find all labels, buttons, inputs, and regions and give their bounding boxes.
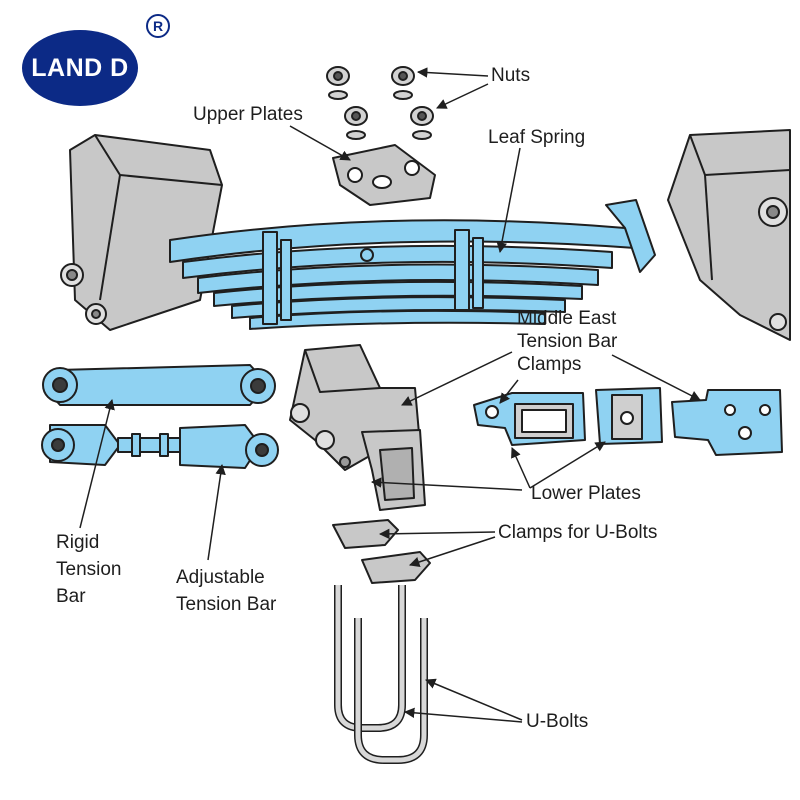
- label-clamps-for-u-bolts: Clamps for U-Bolts: [498, 522, 658, 543]
- registered-mark-icon: R: [146, 14, 170, 38]
- label-leaf-spring: Leaf Spring: [488, 127, 586, 148]
- callout-lines: [79, 67, 701, 723]
- label-rigid-tension-bar-line-2: Tension: [56, 559, 122, 580]
- label-rigid-tension-bar: Rigid Tension Bar: [56, 529, 122, 610]
- brand-logo: LAND D: [22, 30, 138, 106]
- label-u-bolts: U-Bolts: [526, 711, 589, 732]
- label-rigid-tension-bar-line-3: Bar: [56, 586, 86, 607]
- label-middle-east-clamps-line-1: Middle East: [517, 308, 617, 329]
- label-nuts: Nuts: [491, 65, 531, 86]
- label-rigid-tension-bar-line-1: Rigid: [56, 532, 100, 553]
- label-adjustable-tension-bar-line-1: Adjustable: [176, 567, 265, 588]
- tension-bar-bracket: [289, 344, 426, 511]
- label-lower-plates: Lower Plates: [531, 483, 641, 504]
- label-middle-east-clamps-line-2: Tension Bar: [517, 331, 618, 352]
- label-adjustable-tension-bar-line-2: Tension Bar: [176, 594, 277, 615]
- label-middle-east-clamps-line-3: Clamps: [517, 354, 582, 375]
- u-bolts: [334, 585, 428, 764]
- u-bolt-clamps: [332, 519, 431, 584]
- adjustable-tension-bar: [41, 424, 279, 469]
- upper-plates: [332, 144, 436, 206]
- label-upper-plates: Upper Plates: [193, 104, 303, 125]
- brand-logo-text: LAND D: [31, 53, 129, 82]
- left-hanger-bracket: [60, 134, 223, 331]
- rigid-tension-bar: [42, 364, 276, 406]
- right-hanger-bracket: [667, 129, 791, 341]
- label-adjustable-tension-bar: Adjustable Tension Bar: [176, 564, 276, 618]
- middle-east-clamps: [473, 387, 783, 456]
- label-middle-east-clamps: Middle East Tension Bar Clamps: [517, 307, 617, 376]
- leaf-spring: [169, 199, 656, 330]
- nuts-group: [326, 66, 434, 140]
